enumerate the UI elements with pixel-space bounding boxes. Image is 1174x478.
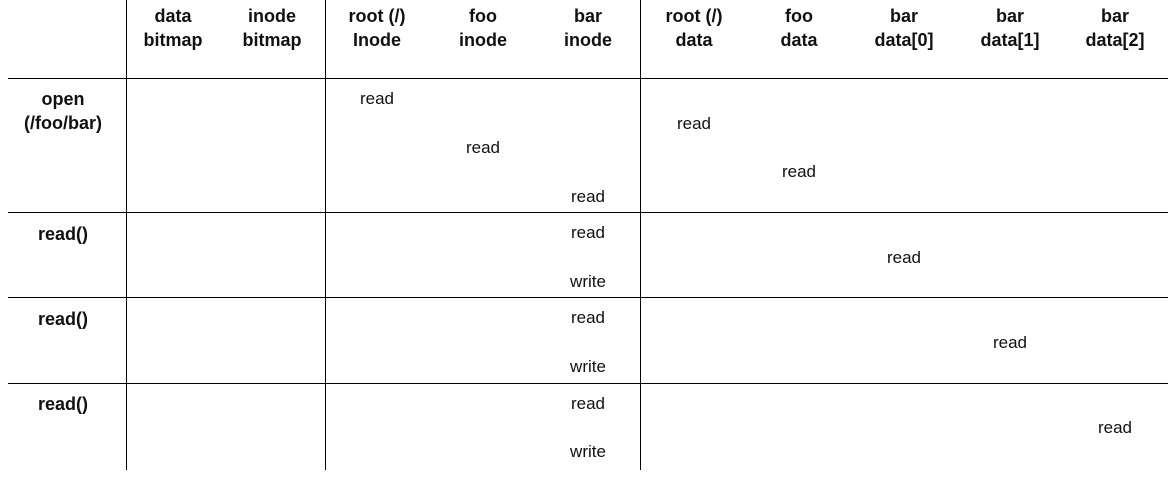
row-label-read-3: read() <box>0 392 126 416</box>
header-line: data[1] <box>980 30 1040 50</box>
row-label-open: open (/foo/bar) <box>0 87 126 135</box>
header-line: inode <box>248 6 296 26</box>
op-bar-inode-write: write <box>570 442 606 461</box>
header-line: bar <box>889 6 918 26</box>
header-foo-inode: foo inode <box>428 4 538 52</box>
header-line: data <box>154 6 192 26</box>
header-line: inode <box>459 30 507 50</box>
column-divider <box>126 0 127 470</box>
header-line: foo <box>785 6 813 26</box>
column-divider <box>325 0 326 470</box>
header-line: foo <box>469 6 497 26</box>
row-label-read-2: read() <box>0 307 126 331</box>
op-bar-data1-read: read <box>992 333 1028 352</box>
header-line: bitmap <box>143 30 203 50</box>
header-line: data[2] <box>1085 30 1145 50</box>
op-root-inode-read: read <box>359 89 395 108</box>
header-line: Inode <box>353 30 401 50</box>
header-line: bar <box>1100 6 1129 26</box>
header-bar-data2: bar data[2] <box>1060 4 1170 52</box>
op-bar-inode-read: read <box>570 394 606 413</box>
header-line: inode <box>564 30 612 50</box>
row-label-line: read() <box>37 309 88 329</box>
header-root-inode: root (/) Inode <box>322 4 432 52</box>
header-root-data: root (/) data <box>639 4 749 52</box>
header-line: bar <box>573 6 602 26</box>
op-bar-inode-write: write <box>570 272 606 291</box>
header-line: root (/) <box>665 6 723 26</box>
header-line: data <box>780 30 818 50</box>
header-bar-data0: bar data[0] <box>849 4 959 52</box>
column-divider <box>640 0 641 470</box>
row-label-line: read() <box>37 224 88 244</box>
header-bar-data1: bar data[1] <box>955 4 1065 52</box>
header-foo-data: foo data <box>744 4 854 52</box>
op-bar-inode-write: write <box>570 357 606 376</box>
row-label-line: open <box>41 89 85 109</box>
header-line: data[0] <box>874 30 934 50</box>
row-divider <box>8 78 1168 79</box>
header-data-bitmap: data bitmap <box>118 4 228 52</box>
op-bar-inode-read: read <box>570 308 606 327</box>
row-label-line: read() <box>37 394 88 414</box>
row-divider <box>8 383 1168 384</box>
row-divider <box>8 212 1168 213</box>
header-line: root (/) <box>348 6 406 26</box>
header-line: bitmap <box>242 30 302 50</box>
op-bar-data2-read: read <box>1097 418 1133 437</box>
op-bar-data0-read: read <box>886 248 922 267</box>
row-label-line: (/foo/bar) <box>24 113 102 133</box>
op-root-data-read: read <box>676 114 712 133</box>
op-bar-inode-read: read <box>570 187 606 206</box>
op-foo-inode-read: read <box>465 138 501 157</box>
header-line: bar <box>995 6 1024 26</box>
header-inode-bitmap: inode bitmap <box>217 4 327 52</box>
op-bar-inode-read: read <box>570 223 606 242</box>
row-label-read-1: read() <box>0 222 126 246</box>
header-line: data <box>675 30 713 50</box>
header-bar-inode: bar inode <box>533 4 643 52</box>
row-divider <box>8 297 1168 298</box>
op-foo-data-read: read <box>781 162 817 181</box>
